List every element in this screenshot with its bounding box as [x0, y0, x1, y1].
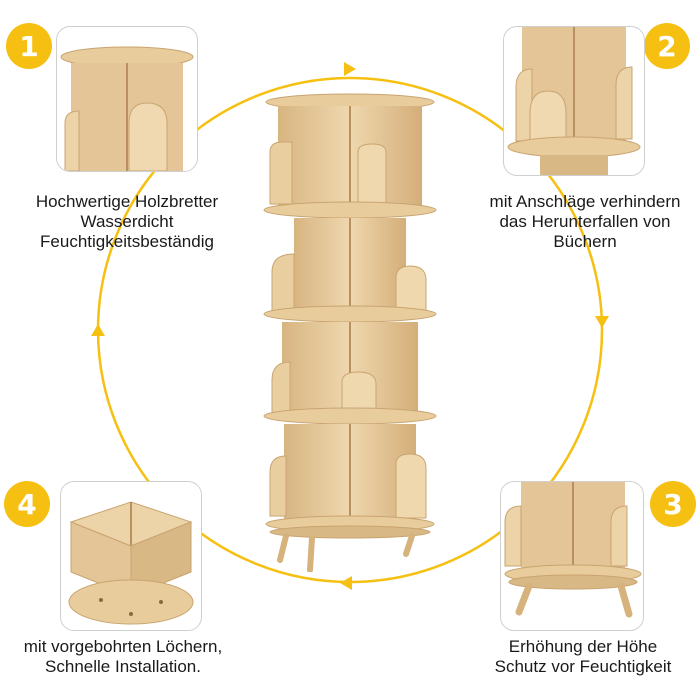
feature-4-line-2: Schnelle Installation.: [45, 657, 201, 676]
feature-4-number: 4: [17, 487, 37, 521]
book-stopper-detail-icon: [507, 27, 641, 175]
feature-4-line-1: mit vorgebohrten Löchern,: [23, 637, 223, 656]
feature-2-photo: [503, 26, 645, 176]
arrow-top-icon: [344, 62, 356, 76]
feature-4-badge: 4: [4, 481, 50, 527]
feature-3-line-1: Erhöhung der Höhe: [508, 637, 658, 656]
feature-2-line-1: mit Anschläge verhindern: [489, 192, 681, 211]
feature-3-number: 3: [663, 487, 683, 521]
feature-2-line-2: das Herunterfallen von: [499, 212, 671, 231]
arrow-left-icon: [91, 324, 105, 336]
feature-1-line-1: Hochwertige Holzbretter: [35, 192, 219, 211]
arrow-right-icon: [595, 316, 609, 328]
feature-4-caption: mit vorgebohrten Löchern, Schnelle Insta…: [8, 637, 238, 677]
rotating-bookshelf-image: [263, 93, 437, 572]
feature-1-number: 1: [19, 29, 39, 63]
feature-1-line-2: Wasserdicht: [80, 212, 174, 231]
feature-3-caption: Erhöhung der Höhe Schutz vor Feuchtigkei…: [468, 637, 698, 677]
feature-4-photo: [60, 481, 202, 631]
feature-3-photo: [500, 481, 644, 631]
feature-3-badge: 3: [650, 481, 696, 527]
feature-2-number: 2: [657, 29, 677, 63]
feature-2-caption: mit Anschläge verhindern das Herunterfal…: [470, 192, 700, 252]
feature-2-badge: 2: [644, 23, 690, 69]
feature-1-badge: 1: [6, 23, 52, 69]
shelf-top-detail-icon: [60, 46, 194, 171]
predrilled-holes-detail-icon: [68, 501, 194, 625]
feature-2-line-3: Büchern: [553, 232, 617, 251]
feature-3-line-2: Schutz vor Feuchtigkeit: [494, 657, 672, 676]
legs-base-detail-icon: [504, 482, 642, 618]
arrow-bottom-icon: [340, 576, 352, 590]
feature-1-photo: [56, 26, 198, 172]
feature-1-caption: Hochwertige Holzbretter Wasserdicht Feuc…: [12, 192, 242, 252]
feature-1-line-3: Feuchtigkeitsbeständig: [40, 232, 214, 251]
